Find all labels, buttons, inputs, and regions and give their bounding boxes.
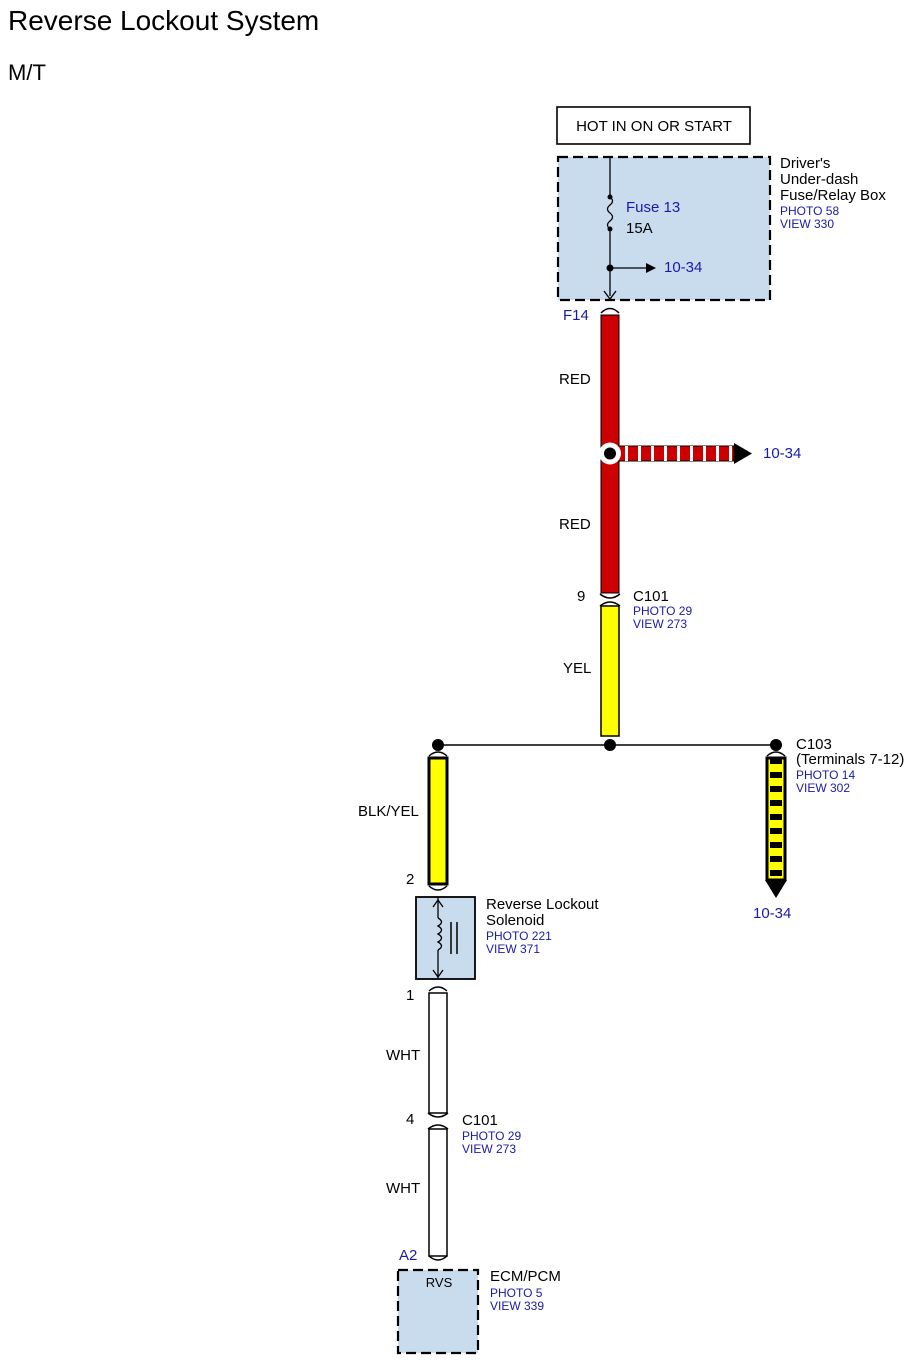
ecm-view-link[interactable]: VIEW 339 bbox=[490, 1299, 544, 1313]
fuse-rating: 15A bbox=[626, 220, 653, 237]
c101-upper-photo-link[interactable]: PHOTO 29 bbox=[633, 604, 692, 618]
power-source-label: HOT IN ON OR START bbox=[576, 118, 732, 135]
fuse-box-name-line2: Under-dash bbox=[780, 171, 858, 188]
fuse-icon bbox=[606, 196, 614, 230]
c103-name: C103 bbox=[796, 736, 832, 753]
arrow-right-icon bbox=[734, 443, 752, 464]
c101-upper-pin: 9 bbox=[577, 588, 585, 605]
splice-point bbox=[604, 739, 616, 751]
arrow-right-icon bbox=[646, 263, 656, 273]
ecm-photo-link[interactable]: PHOTO 5 bbox=[490, 1286, 543, 1300]
wire-blk-yel bbox=[427, 751, 449, 891]
c101-lower-pin: 4 bbox=[406, 1111, 414, 1128]
wire-wht-lower-label: WHT bbox=[386, 1180, 420, 1197]
wire-wht-upper bbox=[427, 986, 449, 1118]
c101-lower-view-link[interactable]: VIEW 273 bbox=[462, 1142, 516, 1156]
reverse-lockout-solenoid[interactable] bbox=[415, 896, 476, 980]
arrow-down-icon bbox=[765, 880, 787, 898]
red-branch-ref[interactable]: 10-34 bbox=[763, 445, 801, 462]
wire-blk-yel-label: BLK/YEL bbox=[358, 803, 419, 820]
c101-upper-view-link[interactable]: VIEW 273 bbox=[633, 617, 687, 631]
fuse-box-internal-ref[interactable]: 10-34 bbox=[664, 259, 702, 276]
c103-view-link[interactable]: VIEW 302 bbox=[796, 781, 850, 795]
wire-red-lower-label: RED bbox=[559, 516, 591, 533]
fuse-box-name-line3: Fuse/Relay Box bbox=[780, 187, 886, 204]
fuse-box-photo-link[interactable]: PHOTO 58 bbox=[780, 204, 839, 218]
c103-terminals: (Terminals 7-12) bbox=[796, 751, 904, 768]
ecm-name: ECM/PCM bbox=[490, 1268, 561, 1285]
wire-wht-upper-label: WHT bbox=[386, 1047, 420, 1064]
c101-upper-name: C101 bbox=[633, 588, 669, 605]
c103-photo-link[interactable]: PHOTO 14 bbox=[796, 768, 855, 782]
power-source-box: HOT IN ON OR START bbox=[556, 106, 751, 145]
solenoid-pin-bottom: 1 bbox=[406, 987, 414, 1004]
page-subtitle: M/T bbox=[8, 60, 46, 85]
wire-red-upper-label: RED bbox=[559, 371, 591, 388]
solenoid-name-line2: Solenoid bbox=[486, 912, 544, 929]
solenoid-name-line1: Reverse Lockout bbox=[486, 896, 599, 913]
ecm-pin-label: RVS bbox=[426, 1275, 453, 1290]
solenoid-pin-top: 2 bbox=[406, 871, 414, 888]
ecm-pcm-box[interactable] bbox=[396, 1268, 480, 1355]
solenoid-view-link[interactable]: VIEW 371 bbox=[486, 942, 540, 956]
c101-lower-photo-link[interactable]: PHOTO 29 bbox=[462, 1129, 521, 1143]
c101-upper-connector bbox=[599, 593, 621, 607]
fuse-box-view-link[interactable]: VIEW 330 bbox=[780, 217, 834, 231]
red-branch bbox=[599, 442, 752, 465]
fuse-name: Fuse 13 bbox=[626, 199, 680, 216]
wire-wht-lower bbox=[428, 1128, 448, 1261]
fuse-box-name-line1: Driver's bbox=[780, 155, 830, 172]
solenoid-photo-link[interactable]: PHOTO 221 bbox=[486, 929, 552, 943]
page-title: Reverse Lockout System bbox=[8, 5, 319, 36]
c101-lower-connector bbox=[427, 1124, 449, 1130]
splice-point bbox=[770, 739, 782, 751]
c103-ref[interactable]: 10-34 bbox=[753, 905, 791, 922]
wire-yel-label: YEL bbox=[563, 660, 591, 677]
ecm-terminal: A2 bbox=[399, 1247, 417, 1264]
fuse-box-terminal: F14 bbox=[563, 307, 589, 324]
splice-point bbox=[604, 447, 616, 460]
arrow-down-icon bbox=[603, 290, 617, 301]
fuse-relay-box[interactable] bbox=[556, 155, 772, 302]
splice-point bbox=[432, 739, 444, 751]
c101-lower-name: C101 bbox=[462, 1112, 498, 1129]
wire-yellow bbox=[600, 605, 620, 737]
wire-c103[interactable] bbox=[765, 751, 787, 898]
coil-icon bbox=[436, 917, 443, 951]
